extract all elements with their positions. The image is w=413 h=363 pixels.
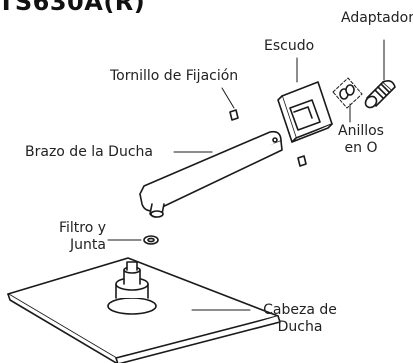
label-anillos-2: en O <box>344 140 378 156</box>
label-escudo: Escudo <box>264 38 315 54</box>
anillos-part <box>332 77 363 123</box>
label-tornillo: Tornillo de Fijación <box>110 68 239 84</box>
tornillo-bottom-part <box>297 155 307 167</box>
label-cabeza-2: Ducha <box>277 319 323 335</box>
tornillo-top-part <box>221 87 239 121</box>
label-adaptador: Adaptador <box>341 10 413 26</box>
model-title: TS630A(R) <box>0 0 146 16</box>
brazo-part <box>139 130 283 218</box>
label-cabeza-1: Cabeza de <box>263 302 337 318</box>
label-brazo: Brazo de la Ducha <box>25 144 153 160</box>
cabeza-part <box>7 257 281 363</box>
label-anillos-1: Anillos <box>338 123 384 139</box>
label-filtro-1: Filtro y <box>58 220 106 236</box>
label-filtro-2: Junta <box>70 237 106 253</box>
adaptador-part <box>364 39 396 109</box>
filtro-part <box>107 235 159 245</box>
escudo-part <box>277 57 333 143</box>
